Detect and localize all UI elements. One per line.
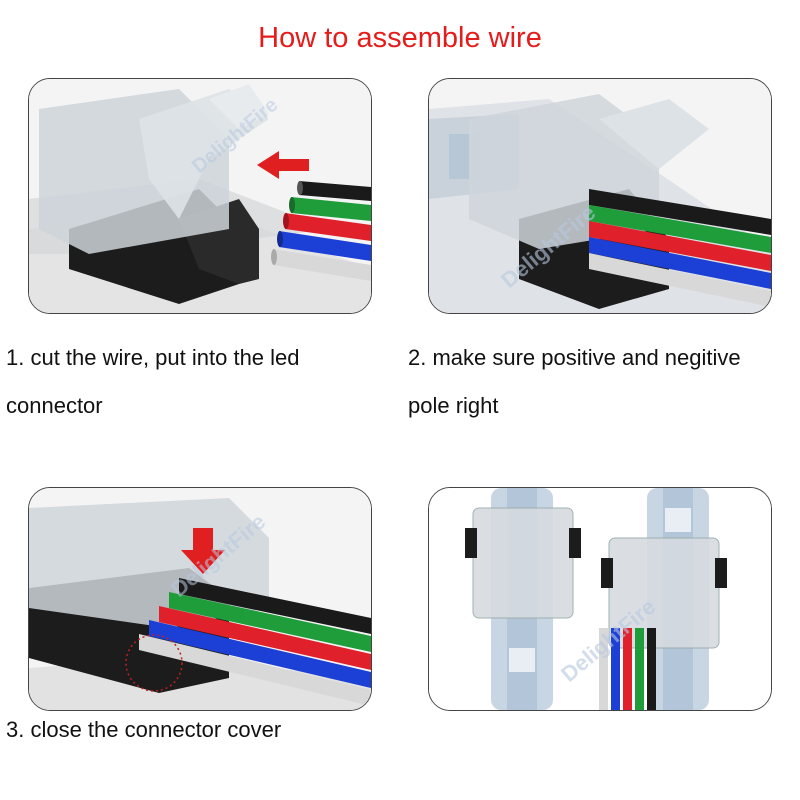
insert-arrow-icon xyxy=(257,151,309,179)
step-1-caption-line2: connector xyxy=(6,393,103,418)
step-2-caption-line2: pole right xyxy=(408,393,499,418)
step-3-caption-line1: 3. close the connector cover xyxy=(6,717,282,742)
step-2-illustration: DelightFire xyxy=(429,79,771,313)
page-title: How to assemble wire xyxy=(258,22,542,54)
wires-under-cover xyxy=(139,578,371,706)
step-1-caption-line1: 1. cut the wire, put into the led xyxy=(6,345,300,370)
bridge-wires xyxy=(599,628,656,710)
highlight-circle xyxy=(125,634,183,692)
wires-bundle xyxy=(271,181,371,281)
step-1-caption: 1. cut the wire, put into the led connec… xyxy=(6,334,386,430)
step-1-illustration: DelightFire xyxy=(29,79,371,313)
step-3-illustration: DelightFire xyxy=(29,488,371,710)
step-2-caption: 2. make sure positive and negitive pole … xyxy=(408,334,793,430)
step-4-image: DelightFire xyxy=(428,487,772,711)
step-2-caption-line1: 2. make sure positive and negitive xyxy=(408,345,741,370)
step-3-image: DelightFire xyxy=(28,487,372,711)
press-down-arrow-icon xyxy=(181,528,225,574)
step-2-image: DelightFire xyxy=(428,78,772,314)
step-4-illustration: DelightFire xyxy=(429,488,771,710)
wires-inserted xyxy=(589,189,771,307)
step-3-caption: 3. close the connector cover xyxy=(6,706,386,754)
step-1-image: DelightFire xyxy=(28,78,372,314)
